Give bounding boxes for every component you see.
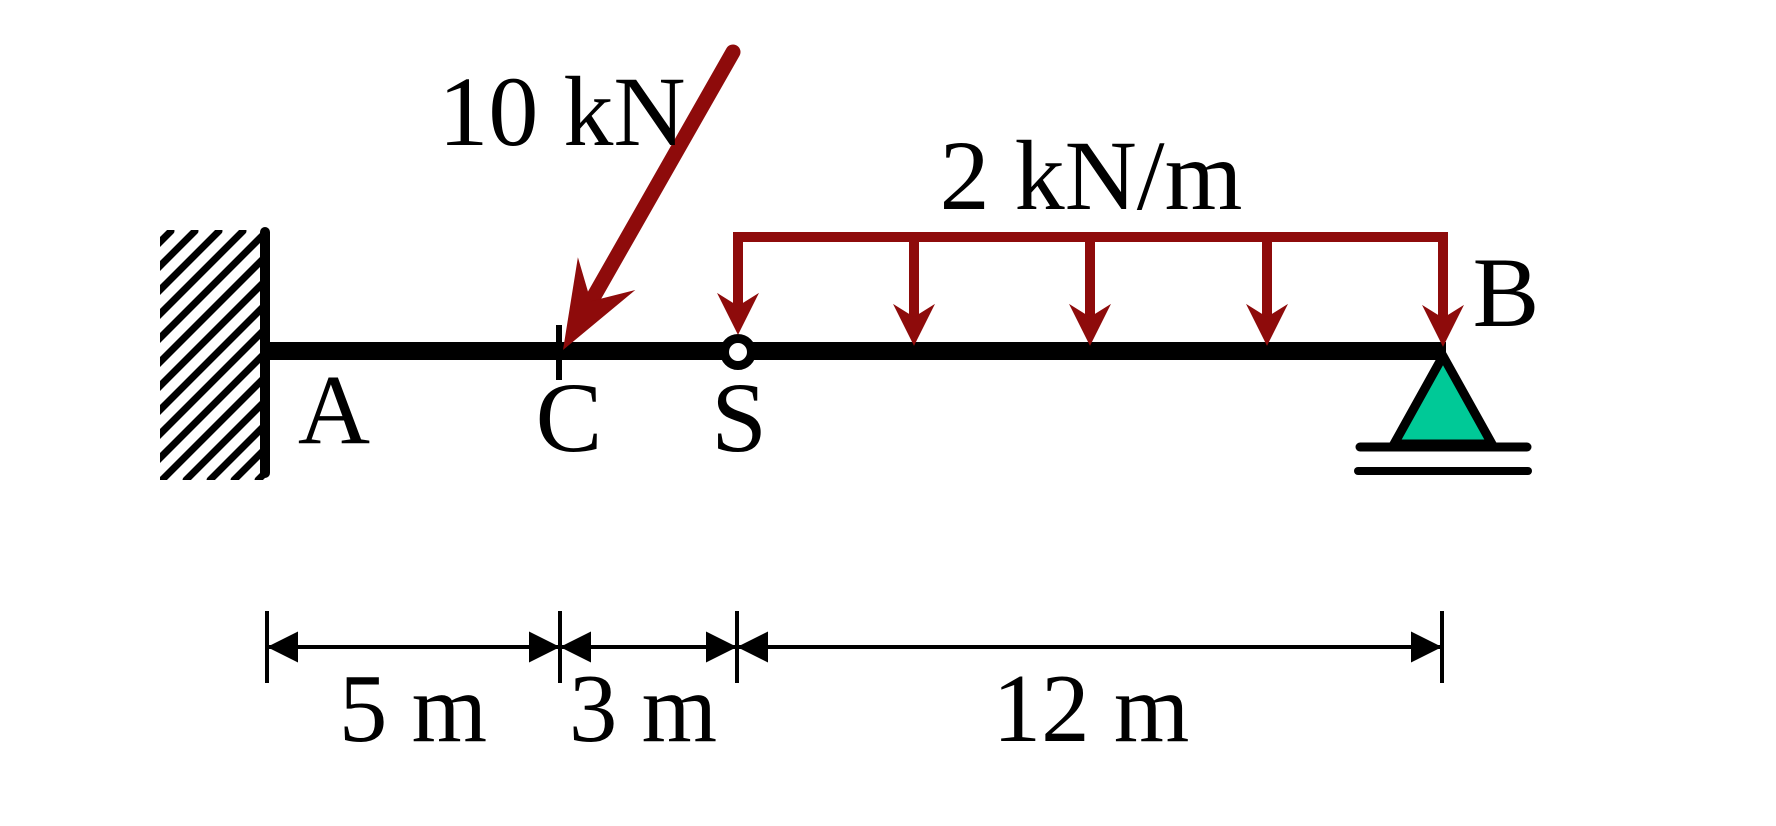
node-b-label: B	[1473, 237, 1540, 348]
node-s-label: S	[711, 362, 767, 473]
labels: 10 kN 2 kN/m A C S B 5 m 3 m 12 m	[298, 56, 1539, 762]
point-load-arrowhead-icon	[563, 257, 636, 350]
node-c-label: C	[536, 362, 603, 473]
roller-triangle-icon	[1386, 346, 1500, 449]
hatch-line	[160, 323, 266, 439]
fixed-support-hatching	[160, 230, 266, 480]
roller-support-b	[1354, 346, 1532, 475]
hatch-line	[160, 230, 266, 343]
hatch-line	[160, 230, 175, 247]
hatch-line	[160, 275, 266, 391]
distributed-load-label: 2 kN/m	[940, 120, 1243, 231]
hatch-line	[160, 299, 266, 415]
hatch-line	[160, 371, 266, 480]
dimension-label-ac: 5 m	[339, 655, 487, 762]
distributed-load	[717, 232, 1464, 347]
hatch-line	[160, 230, 223, 295]
point-load-shaft	[577, 44, 741, 320]
dimension-lines	[265, 611, 1444, 683]
point-load-arrow	[563, 44, 741, 350]
node-a-label: A	[298, 354, 370, 465]
hatch-line	[182, 395, 266, 480]
dimension-label-cs: 3 m	[569, 655, 717, 762]
point-load-label: 10 kN	[438, 56, 685, 167]
dimension-label-sb: 12 m	[993, 655, 1190, 762]
hatch-line	[160, 230, 247, 319]
hatch-line	[206, 419, 266, 480]
hatch-line	[160, 251, 266, 367]
hinge-circle-icon	[720, 334, 756, 370]
